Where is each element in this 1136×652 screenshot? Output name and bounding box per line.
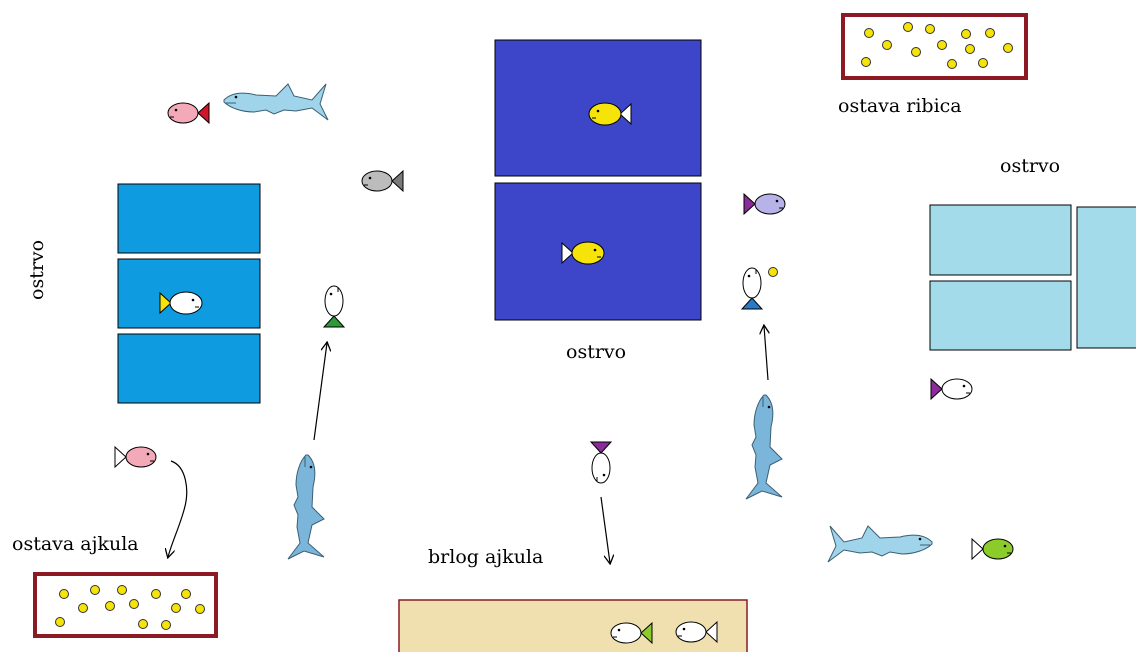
island-center[interactable]: [494, 39, 702, 321]
food-pellet: [59, 589, 69, 599]
island-tile[interactable]: [117, 333, 261, 404]
food-pellet: [925, 24, 935, 34]
food-pellet: [90, 585, 100, 595]
island-tile[interactable]: [929, 280, 1072, 351]
shark-food-store[interactable]: [33, 572, 218, 638]
fish-icon[interactable]: [743, 192, 786, 216]
fish-icon[interactable]: [675, 620, 718, 644]
food-pellet: [181, 589, 191, 599]
island-tile[interactable]: [929, 204, 1072, 276]
food-pellet: [195, 604, 205, 614]
fish-icon[interactable]: [971, 537, 1014, 561]
fish-icon[interactable]: [167, 101, 210, 125]
island-right-label: ostrvo: [1000, 155, 1061, 177]
food-pellet: [965, 44, 975, 54]
food-pellet: [937, 40, 947, 50]
food-pellet: [861, 57, 871, 67]
island-tile[interactable]: [1076, 206, 1136, 349]
food-pellet: [117, 585, 127, 595]
island-tile[interactable]: [117, 183, 261, 254]
food-pellet: [78, 603, 88, 613]
fish-icon[interactable]: [589, 441, 613, 484]
food-pellet: [978, 58, 988, 68]
shark-icon[interactable]: [223, 83, 329, 121]
food-pellet: [138, 619, 148, 629]
shark-icon[interactable]: [745, 394, 783, 500]
food-pellet: [161, 620, 171, 630]
movement-arrow: [168, 460, 188, 557]
food-pellet: [961, 29, 971, 39]
fish-icon[interactable]: [610, 621, 653, 645]
island-right[interactable]: [929, 204, 1136, 351]
food-pellet: [55, 617, 65, 627]
food-pellet: [129, 599, 139, 609]
fish-icon[interactable]: [588, 102, 632, 126]
shark-food-store-label: ostava ajkula: [12, 533, 139, 555]
movement-arrow: [313, 343, 327, 441]
fish-icon[interactable]: [740, 267, 764, 310]
food-pellet: [171, 603, 181, 613]
fish-icon[interactable]: [361, 169, 404, 193]
food-pellet: [151, 589, 161, 599]
fish-icon[interactable]: [322, 285, 346, 328]
food-pellet: [882, 40, 892, 50]
fish-food-store-label: ostava ribica: [838, 95, 962, 117]
movement-arrow: [764, 326, 768, 381]
island-left[interactable]: [117, 183, 261, 404]
food-pellet: [947, 59, 957, 69]
fish-icon[interactable]: [930, 377, 973, 401]
fish-icon[interactable]: [561, 241, 605, 265]
island-left-label: ostrvo: [26, 239, 48, 300]
shark-icon[interactable]: [827, 525, 933, 563]
fish-icon[interactable]: [159, 291, 203, 315]
food-pellet: [1003, 43, 1013, 53]
fish-icon[interactable]: [114, 445, 157, 469]
shark-den-label: brlog ajkula: [428, 546, 544, 568]
food-pellet: [105, 601, 115, 611]
fish-food-store[interactable]: [841, 13, 1028, 80]
food-pellet: [911, 47, 921, 57]
food-pellet: [864, 28, 874, 38]
movement-arrow: [600, 496, 610, 563]
food-pellet: [985, 28, 995, 38]
food-pellet: [903, 22, 913, 32]
island-center-label: ostrvo: [566, 341, 627, 363]
food-pellet: [768, 267, 778, 277]
shark-icon[interactable]: [287, 454, 325, 560]
